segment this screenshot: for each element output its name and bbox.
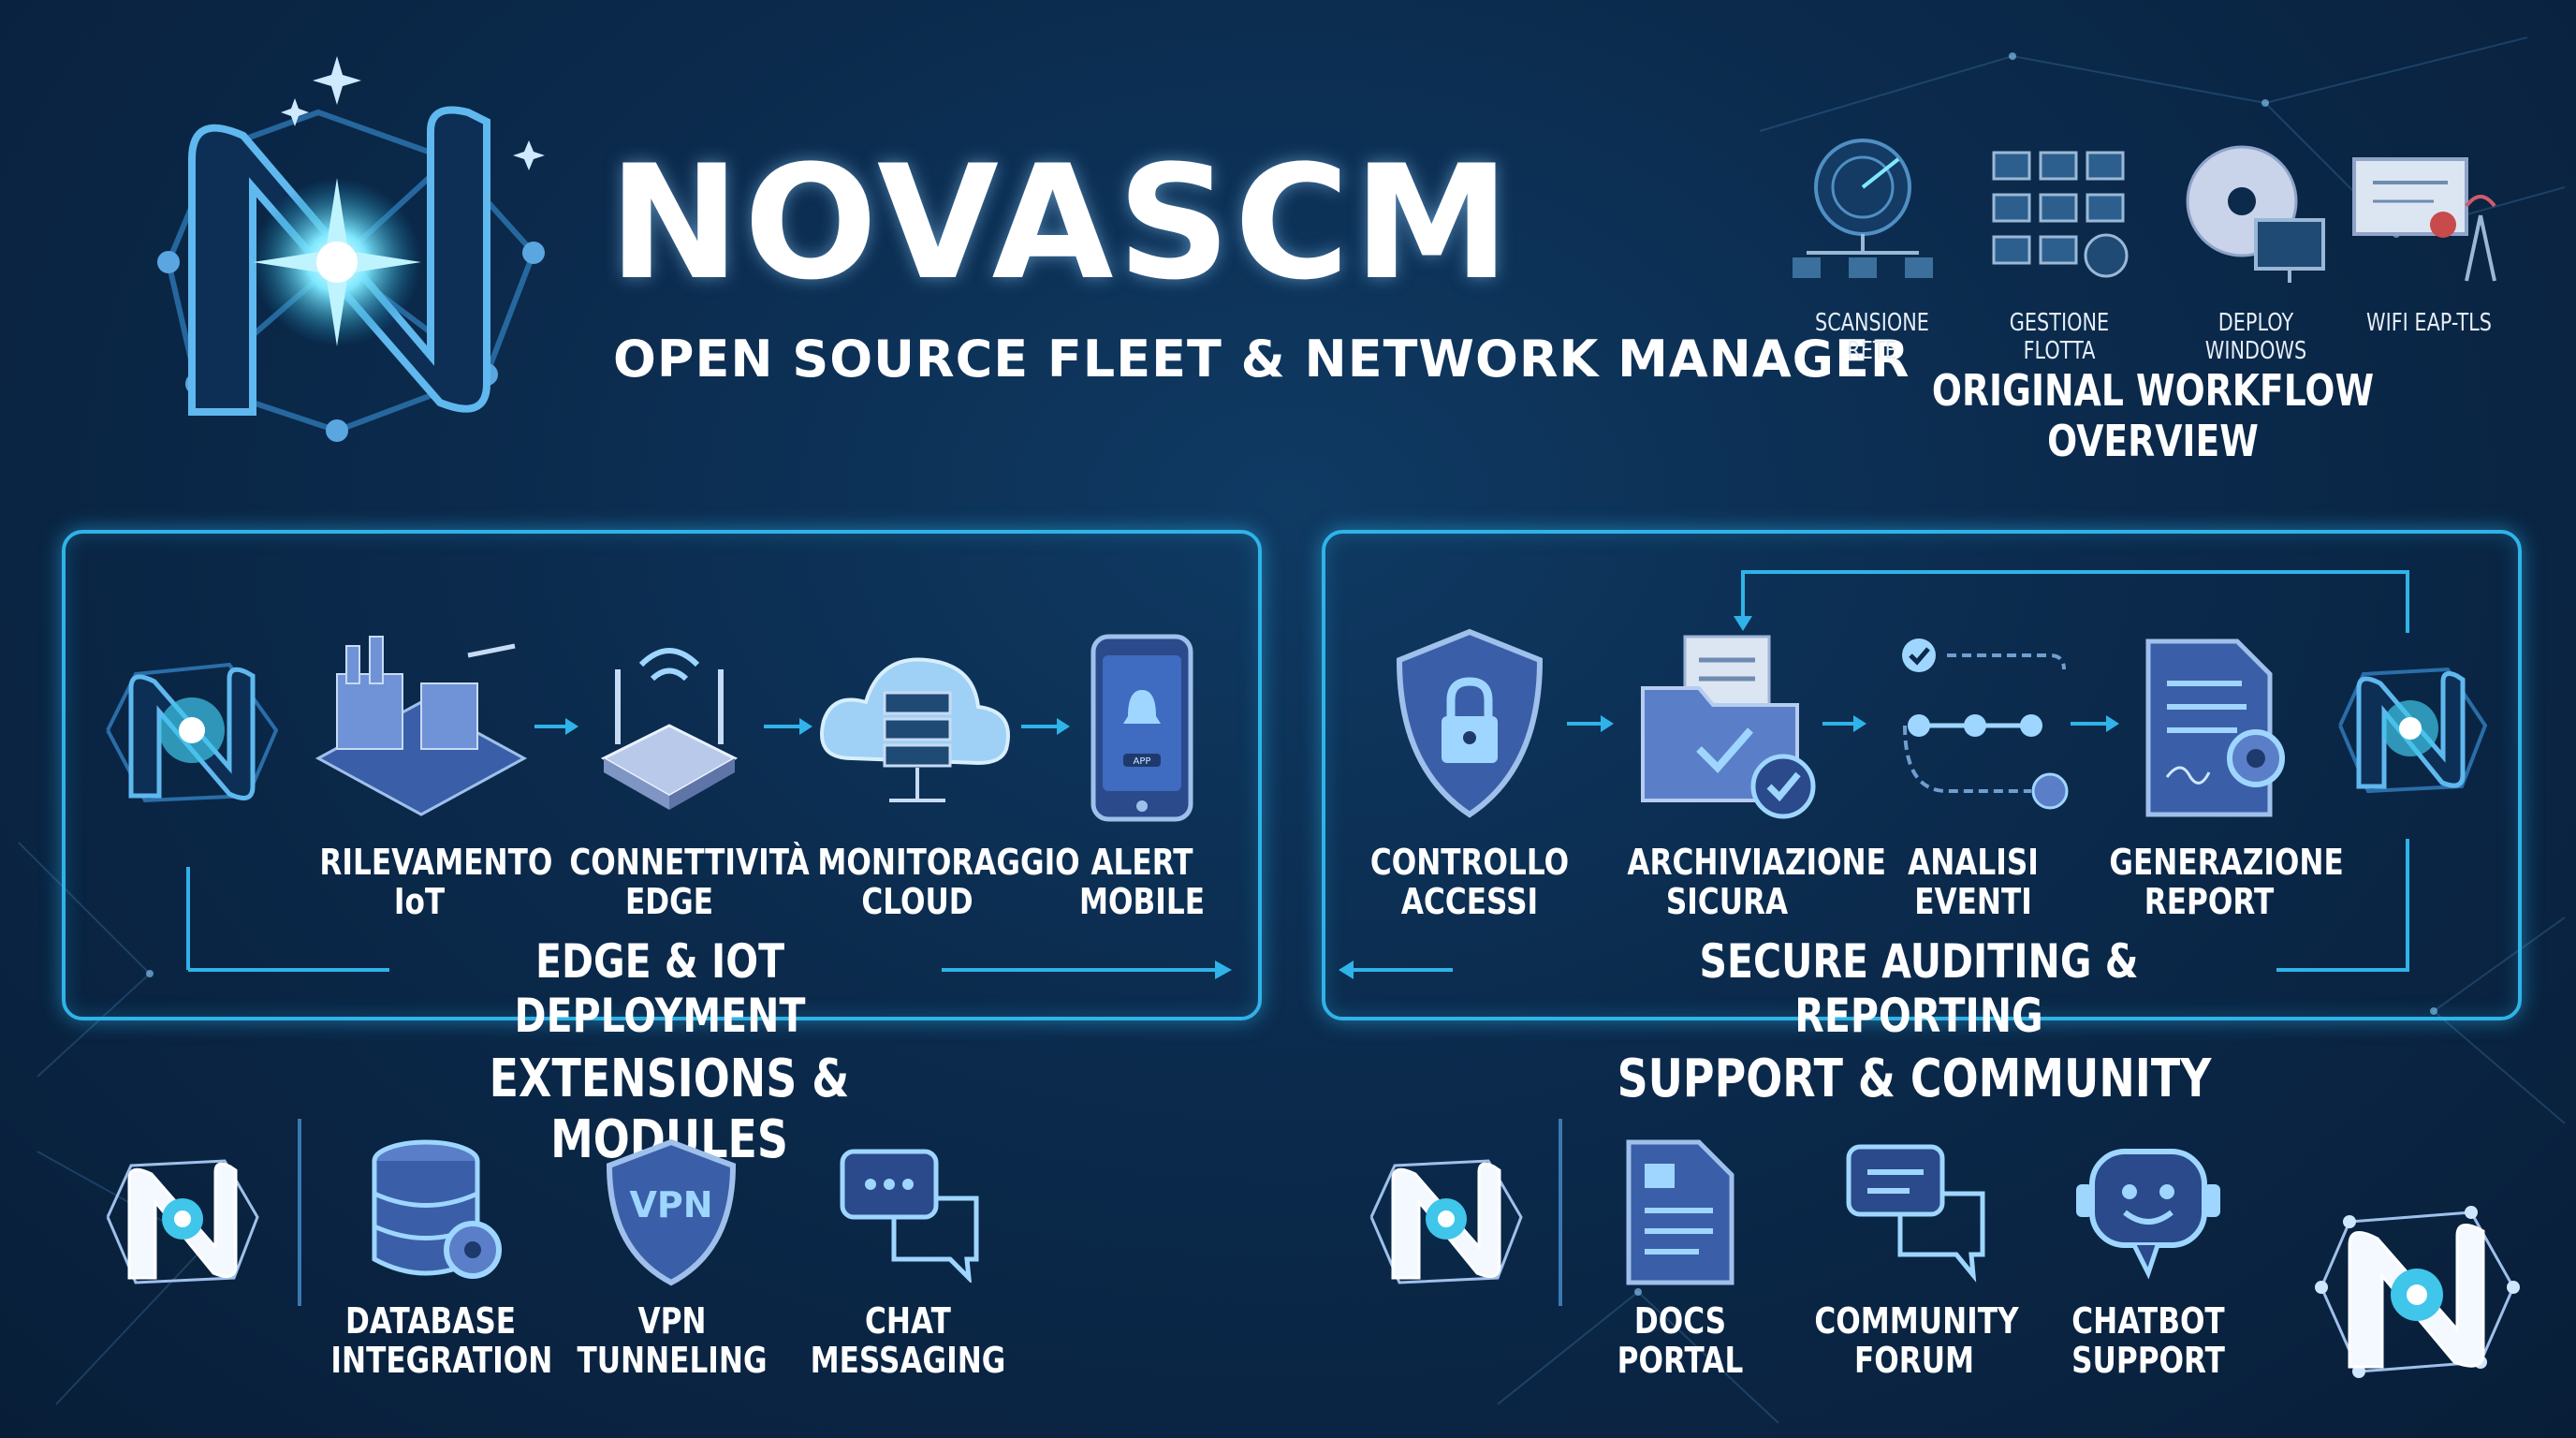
- support-title: SUPPORT & COMMUNITY: [1617, 1049, 2212, 1109]
- radar-network-icon: [1793, 139, 1933, 278]
- wf-label-gestione: GESTIONE FLOTTA: [2009, 309, 2110, 365]
- edge-panel-title: EDGE & IOT DEPLOYMENT: [514, 934, 806, 1043]
- folder-check-icon: [1641, 635, 1816, 819]
- wf-label-scansione: SCANSIONE RETE: [1815, 309, 1929, 365]
- audit-logo-icon: [2338, 667, 2488, 794]
- factory-icon: [315, 636, 528, 816]
- forum-icon: [1846, 1144, 1985, 1283]
- corner-logo-icon: [2315, 1206, 2520, 1378]
- router-icon: [600, 648, 739, 810]
- extensions-divider: [298, 1119, 301, 1306]
- edge-logo-icon: [106, 662, 279, 803]
- app-badge: APP: [1134, 756, 1151, 767]
- robot-icon: [2076, 1149, 2220, 1280]
- audit-flow-lines: [1339, 570, 2409, 979]
- vpn-badge: VPN: [629, 1184, 712, 1225]
- report-gear-icon: [2145, 638, 2285, 817]
- database-gear-icon: [372, 1139, 502, 1279]
- wf-label-wifi: WIFI EAP-TLS: [2366, 309, 2492, 337]
- support-logo-icon: [1369, 1159, 1523, 1284]
- support-divider: [1559, 1119, 1562, 1306]
- phone-alert-icon: APP: [1090, 634, 1193, 822]
- monitor-grid-icon: [1992, 151, 2129, 278]
- disc-monitor-icon: [2186, 145, 2325, 283]
- edge-flow-lines: [186, 718, 1232, 979]
- novascm-logo-icon: [157, 56, 545, 442]
- shield-lock-icon: [1396, 628, 1544, 818]
- flow-analysis-icon: [1902, 638, 2069, 810]
- chat-bubbles-icon: [840, 1149, 979, 1283]
- audit-panel-title: SECURE AUDITING & REPORTING: [1699, 934, 2139, 1043]
- workflow-overview-heading: ORIGINAL WORKFLOW OVERVIEW: [1931, 365, 2375, 466]
- vpn-shield-icon: VPN: [606, 1138, 737, 1286]
- app-title: NOVASCM: [608, 131, 1515, 315]
- app-subtitle: OPEN SOURCE FLEET & NETWORK MANAGER: [613, 330, 1910, 389]
- document-icon: [1626, 1139, 1734, 1285]
- edge-iot-panel: [62, 530, 1262, 1020]
- audit-panel: [1322, 530, 2522, 1020]
- cloud-server-icon: [820, 657, 1010, 802]
- wf-label-deploy: DEPLOY WINDOWS: [2204, 309, 2307, 365]
- certificate-antenna-icon: [2352, 157, 2496, 282]
- extensions-logo-icon: [106, 1159, 259, 1284]
